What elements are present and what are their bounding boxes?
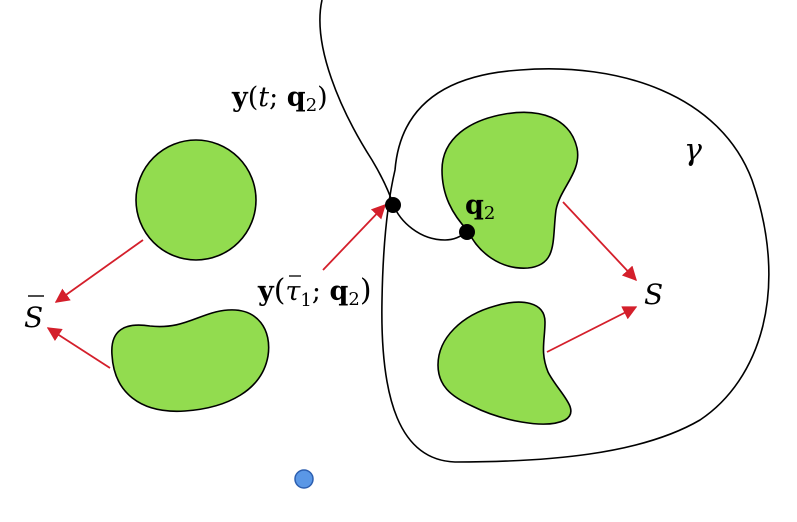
arrow-bean-to-sbar (46, 327, 111, 369)
left-circle-blob (135, 139, 257, 261)
gamma-label: γ (684, 133, 702, 168)
arrow-upper-blob-to-s (562, 201, 637, 282)
q2-point-dot (459, 224, 475, 240)
svg-text:S: S (24, 301, 43, 334)
arrow-label-to-entry-point (322, 203, 386, 271)
arrow-lower-blob-to-s (546, 306, 638, 353)
entry-point-dot (385, 197, 401, 213)
q2-label: q2 (465, 190, 495, 224)
region-gamma-boundary (381, 68, 770, 463)
s-label: S (644, 278, 663, 311)
entry-point-label: y(τ1; q2) (257, 273, 372, 311)
lower-right-blob (437, 301, 572, 425)
trajectory-label: y(t; q2) (231, 82, 328, 116)
blue-dot (294, 469, 314, 489)
left-bean-blob (111, 309, 270, 413)
arrow-circle-to-sbar (54, 239, 144, 303)
upper-right-blob (441, 111, 579, 269)
sbar-label: S (24, 295, 44, 334)
